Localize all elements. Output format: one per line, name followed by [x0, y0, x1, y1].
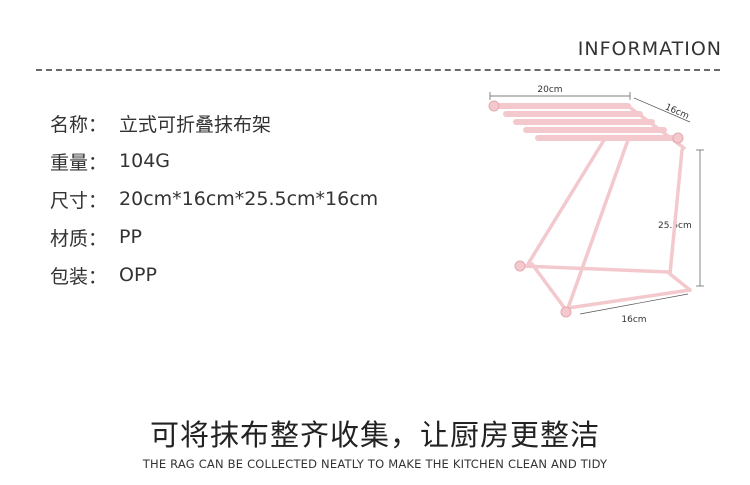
spec-label: 名称 [50, 113, 89, 136]
dashed-divider [36, 69, 720, 71]
dim-line-top-depth [633, 97, 691, 123]
spec-label: 重量 [50, 151, 89, 174]
spec-separator: ： [88, 151, 108, 174]
spec-label: 材质 [50, 227, 89, 250]
dim-line-base-depth [579, 293, 689, 315]
spec-value: 104G [119, 150, 171, 172]
product-figure: 20cm 16cm 25.5cm 16cm [478, 78, 718, 333]
dim-label-top-depth: 16cm [663, 102, 690, 121]
dim-label-top-width: 20cm [537, 85, 562, 95]
spec-label: 尺寸 [50, 189, 89, 212]
spec-label: 包装 [50, 265, 89, 288]
slogan-chinese: 可将抹布整齐收集，让厨房更整洁 [149, 418, 600, 452]
slogan-english: THE RAG CAN BE COLLECTED NEATLY TO MAKE … [142, 457, 608, 471]
spec-row-material: 材质： PP [50, 218, 470, 256]
spec-row-weight: 重量： 104G [50, 142, 470, 180]
spec-row-size: 尺寸： 20cm*16cm*25.5cm*16cm [50, 180, 470, 218]
spec-value: 20cm*16cm*25.5cm*16cm [119, 188, 379, 210]
end-caps [488, 100, 684, 318]
spec-value: PP [119, 226, 142, 248]
spec-list: 名称：立式可折叠抹布架 重量：104G 尺寸：20cm*16cm*25.5cm*… [50, 104, 470, 294]
spec-separator: ： [88, 113, 108, 136]
spec-value: 立式可折叠抹布架 [119, 113, 272, 136]
spec-separator: ： [88, 227, 108, 250]
top-bars [493, 103, 679, 141]
spec-row-packaging: 包装： OPP [50, 256, 470, 294]
dim-label-base-depth: 16cm [621, 315, 646, 325]
rack-body [488, 100, 692, 318]
frame-rails [520, 104, 692, 312]
dimension-lines [489, 92, 704, 315]
spec-value: OPP [119, 264, 157, 286]
spec-row-name: 名称： 立式可折叠抹布架 [50, 104, 470, 142]
towel-rack-illustration: 20cm 16cm 25.5cm 16cm [488, 85, 704, 325]
spec-separator: ： [88, 265, 108, 288]
section-title: INFORMATION [577, 38, 722, 60]
spec-separator: ： [88, 189, 108, 212]
